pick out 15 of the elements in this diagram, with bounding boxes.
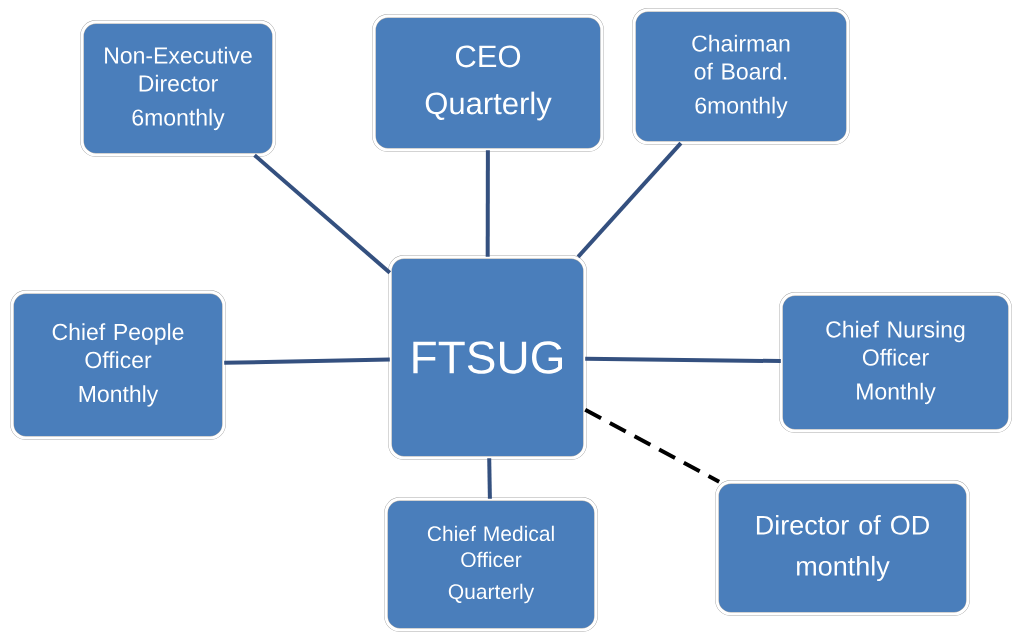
role-box: Chairman of Board. 6monthly (632, 8, 850, 145)
role-box: Non-Executive Director 6monthly (80, 20, 276, 157)
role-box: Chief Nursing Officer Monthly (779, 292, 1012, 433)
role-box: Chief Medical Officer Quarterly (384, 497, 598, 632)
role-box: FTSUG (388, 255, 587, 460)
role-box: CEO Quarterly (372, 14, 604, 152)
connector-line (576, 141, 683, 259)
role-box: Chief People Officer Monthly (10, 290, 226, 440)
connector-line (585, 356, 781, 364)
connector-line (485, 150, 490, 257)
connector-line (224, 357, 390, 365)
connector-line (487, 458, 492, 499)
role-box: Director of OD monthly (715, 480, 970, 616)
connector-line (584, 407, 721, 484)
connector-line (253, 153, 392, 275)
